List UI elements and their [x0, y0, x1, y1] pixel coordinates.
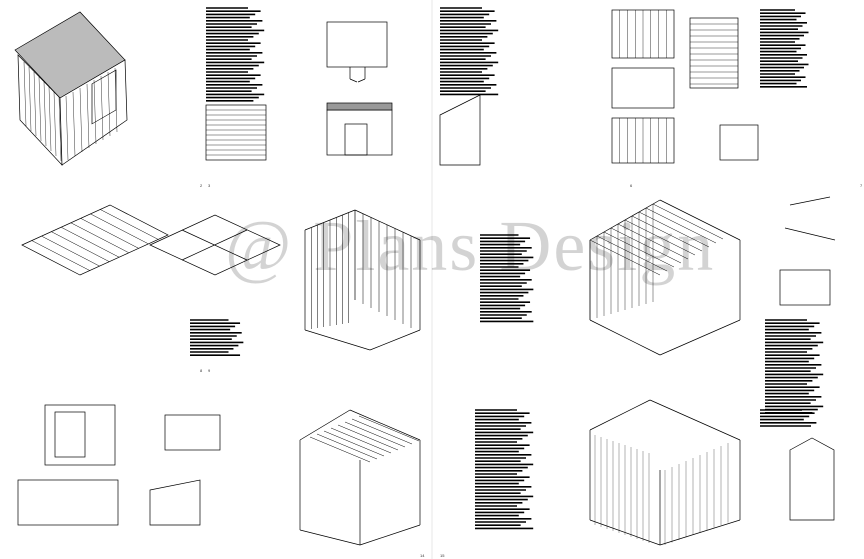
front-elevation — [326, 109, 393, 156]
line — [589, 319, 661, 356]
line — [351, 418, 413, 445]
line — [53, 91, 57, 157]
page-number: 9 — [208, 368, 211, 373]
side-elevation — [439, 94, 481, 166]
instruction-text-page-2 — [440, 7, 499, 96]
line — [51, 231, 110, 262]
line — [107, 71, 111, 137]
page-number: 6 — [630, 183, 633, 188]
line — [80, 218, 139, 249]
line — [645, 207, 717, 244]
page-number: 3 — [208, 183, 211, 188]
line — [358, 415, 420, 442]
line — [93, 79, 97, 145]
line — [359, 524, 421, 546]
line — [659, 319, 741, 356]
line — [72, 91, 76, 157]
roof-view — [17, 479, 119, 526]
line — [337, 424, 399, 451]
line — [349, 409, 421, 441]
line — [638, 211, 710, 248]
line — [38, 76, 42, 142]
trim-table — [164, 414, 221, 451]
floor-sheathing — [149, 214, 281, 276]
line — [65, 95, 69, 161]
rafter-table — [779, 269, 831, 306]
line — [58, 96, 62, 162]
line — [649, 399, 741, 441]
rear-view — [149, 479, 201, 526]
wall-framing-front — [611, 67, 675, 109]
line — [624, 219, 696, 256]
line — [90, 213, 149, 245]
page-number: 14 — [420, 553, 425, 558]
line — [70, 222, 130, 253]
line — [304, 329, 371, 351]
instruction-text-page-1 — [206, 7, 265, 102]
wall-framing-isometric — [304, 209, 421, 351]
line — [28, 66, 32, 132]
shed-isometric-drawing — [14, 11, 128, 166]
line — [100, 209, 159, 240]
line — [43, 81, 47, 147]
line — [659, 199, 741, 241]
line — [316, 433, 378, 460]
instruction-text-page-3 — [760, 9, 809, 88]
line — [23, 61, 27, 127]
line — [369, 329, 421, 351]
line — [41, 235, 100, 267]
roof-framing-isometric — [589, 199, 741, 356]
floor-frame — [21, 204, 169, 276]
cut-list-table — [689, 17, 739, 89]
line — [299, 529, 361, 546]
line — [631, 215, 703, 252]
floor-top-view — [326, 21, 388, 68]
page-number: 15 — [440, 553, 445, 558]
line — [652, 203, 724, 240]
line — [330, 427, 392, 454]
line — [344, 421, 406, 448]
line — [79, 87, 83, 153]
line — [354, 209, 421, 241]
line — [33, 71, 37, 137]
line — [100, 75, 104, 141]
window-framing — [44, 404, 116, 466]
line — [60, 227, 120, 258]
page-number: 8 — [200, 368, 203, 373]
line — [86, 83, 90, 149]
line — [309, 436, 371, 463]
line — [299, 409, 351, 441]
line — [48, 86, 52, 152]
line — [589, 399, 651, 431]
page-number: 7 — [860, 183, 863, 188]
shed-corner-view — [789, 437, 835, 521]
line — [31, 240, 90, 271]
page-number: 2 — [200, 183, 203, 188]
line — [323, 430, 385, 457]
materials-table — [205, 104, 267, 161]
